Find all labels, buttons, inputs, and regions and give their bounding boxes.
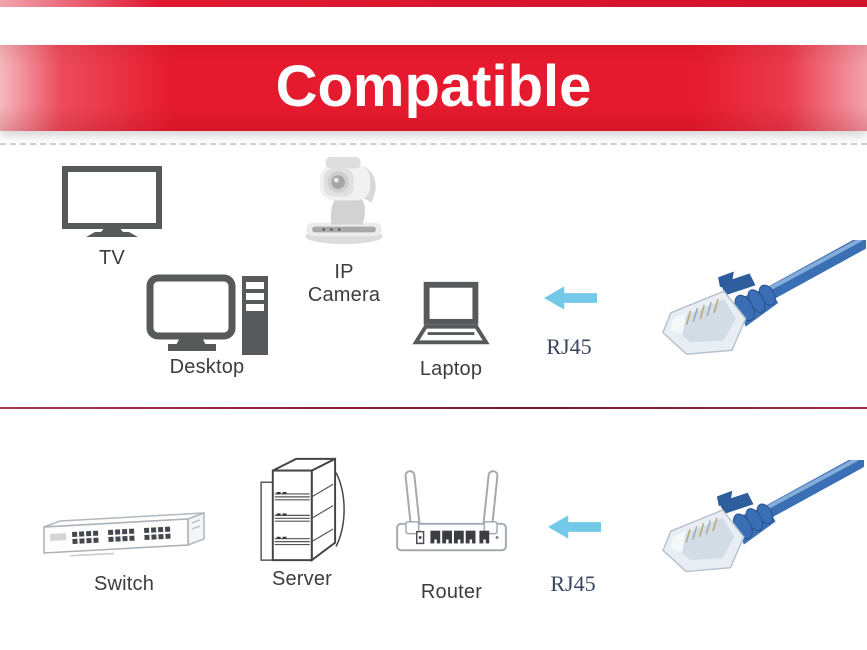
- device-label-ip-camera: IP Camera: [307, 261, 381, 306]
- laptop-icon: [412, 281, 490, 345]
- banner-underline: [0, 143, 867, 145]
- device-server: Server: [252, 455, 352, 591]
- server-icon: [260, 457, 345, 563]
- device-desktop: Desktop: [146, 274, 268, 379]
- device-label-router: Router: [420, 581, 483, 603]
- device-label-server: Server: [271, 568, 333, 590]
- top-accent-bar: [0, 0, 867, 7]
- device-label-laptop: Laptop: [419, 358, 483, 380]
- network-switch-icon: [43, 511, 205, 557]
- device-switch: Switch: [40, 497, 208, 596]
- device-laptop: Laptop: [412, 281, 490, 381]
- rj45-label-2: RJ45: [550, 571, 596, 596]
- rj45-label-1: RJ45: [546, 334, 592, 359]
- banner: Compatible: [0, 45, 867, 131]
- left-arrow-icon: [548, 515, 602, 539]
- device-tv: TV: [62, 166, 162, 270]
- banner-title: Compatible: [275, 54, 592, 119]
- router-icon: [396, 470, 507, 552]
- left-arrow-icon: [544, 286, 598, 310]
- device-ip-camera: IP Camera: [296, 153, 392, 307]
- section-divider-line: [0, 407, 867, 409]
- rj45-cable-photo: [662, 240, 866, 355]
- device-label-switch: Switch: [93, 573, 155, 595]
- device-router: Router: [394, 467, 509, 604]
- rj45-cable-photo: [662, 460, 864, 573]
- tv-icon: [62, 166, 162, 237]
- desktop-icon: [146, 274, 268, 355]
- device-label-tv: TV: [99, 247, 125, 269]
- ip-camera-icon: [305, 156, 383, 245]
- device-label-desktop: Desktop: [169, 356, 245, 378]
